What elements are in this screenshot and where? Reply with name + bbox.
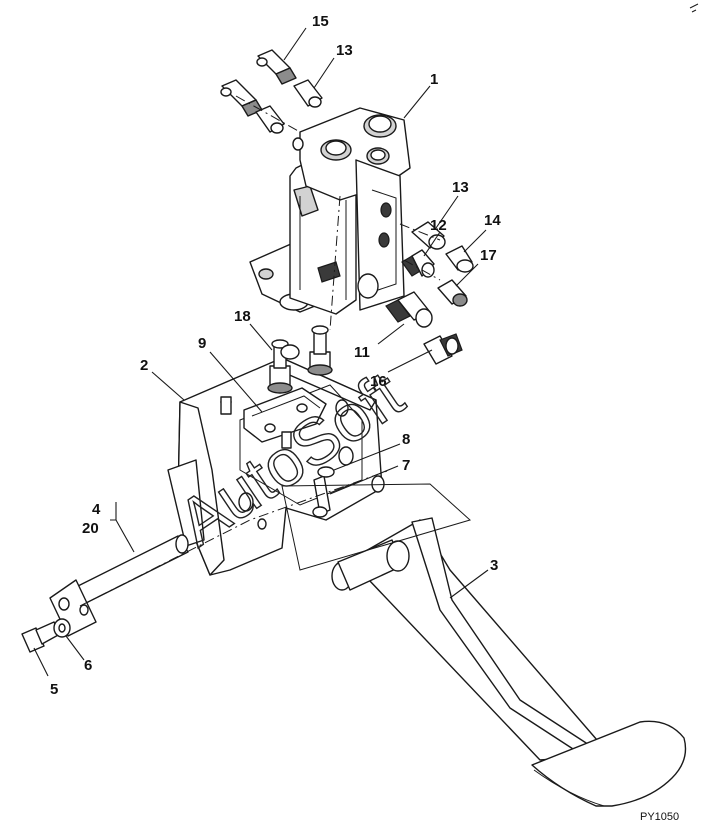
leader-6 <box>65 635 85 661</box>
fitting-part-11 <box>385 291 433 328</box>
washer-part-6 <box>53 618 71 638</box>
callout-12: 12 <box>430 217 447 234</box>
callout-4: 4 <box>92 501 101 518</box>
callout-20: 20 <box>82 520 99 537</box>
leader-1 <box>403 85 431 119</box>
leader-5 <box>33 647 49 677</box>
leader-13b <box>435 195 459 229</box>
callout-14: 14 <box>484 212 501 229</box>
washer-part-8 <box>317 466 335 478</box>
fitting-part-13-left <box>255 79 323 134</box>
callout-11: 11 <box>354 344 370 361</box>
assembly-line-pin <box>79 469 391 607</box>
fitting-part-15 <box>220 49 297 117</box>
leader-11 <box>377 323 405 345</box>
fitting-part-13-right <box>411 221 446 250</box>
pedal-outline-box <box>281 483 471 571</box>
callout-17: 17 <box>480 247 497 264</box>
pedal-bracket-part-2 <box>167 357 385 576</box>
callout-1: 1 <box>430 71 438 88</box>
leader-9 <box>209 351 263 413</box>
leader-13a <box>313 57 335 89</box>
leader-18 <box>249 323 273 351</box>
brake-pedal-part-3 <box>331 517 687 807</box>
valve-part-18-left <box>267 339 293 394</box>
fitting-part-12 <box>401 249 435 278</box>
assembly-line-left-ports <box>235 95 301 133</box>
callout-13-right: 13 <box>452 179 469 196</box>
callout-5: 5 <box>50 681 58 698</box>
cap-part-14 <box>445 245 474 273</box>
leader-2 <box>151 371 185 401</box>
leader-12 <box>423 231 441 257</box>
fitting-part-17 <box>437 279 468 307</box>
leader-16 <box>387 349 433 373</box>
assembly-line-valve <box>329 195 341 331</box>
callout-13-top: 13 <box>336 42 353 59</box>
callout-18: 18 <box>234 308 251 325</box>
leader-17 <box>455 263 479 287</box>
leader-15 <box>283 27 307 61</box>
drawing-code: PY1050 <box>640 811 679 823</box>
leader-7 <box>329 465 399 495</box>
callout-7: 7 <box>402 457 410 474</box>
corner-mark <box>689 3 699 13</box>
linkage-part-9 <box>243 387 327 449</box>
callout-2: 2 <box>140 357 148 374</box>
pivot-pin-part-4-20 <box>49 534 189 637</box>
callout-15: 15 <box>312 13 329 30</box>
callout-16: 16 <box>370 373 387 390</box>
callout-6: 6 <box>84 657 92 674</box>
brake-valve-part-1 <box>249 107 411 315</box>
leader-8 <box>333 443 401 471</box>
callout-8: 8 <box>402 431 410 448</box>
callout-9: 9 <box>198 335 206 352</box>
valve-part-18-right <box>280 325 333 376</box>
elbow-fitting-part-16 <box>423 333 463 365</box>
assembly-line-right-ports <box>399 223 441 281</box>
callout-3: 3 <box>490 557 498 574</box>
leader-4-20 <box>110 502 135 553</box>
leader-14 <box>463 229 487 253</box>
leader-3 <box>449 569 489 599</box>
